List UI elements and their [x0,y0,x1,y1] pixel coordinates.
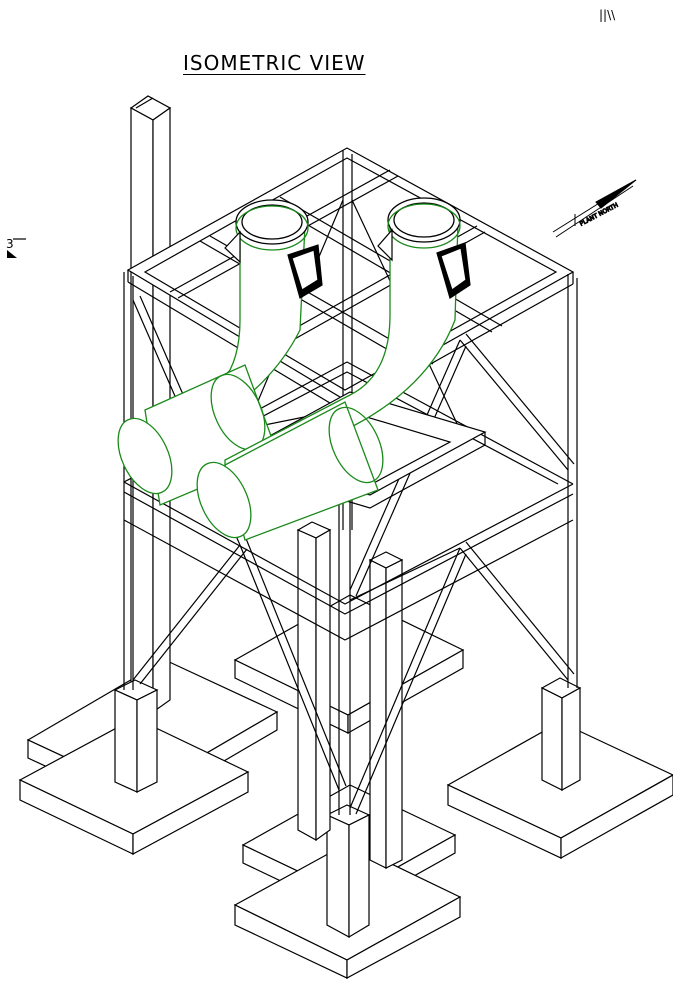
section-marker-label: 3 [6,237,14,251]
drawing-title: ISOMETRIC VIEW [183,51,366,75]
pipes [117,197,461,541]
sheet-corner-mark: ||\\ [599,8,616,22]
section-marker-icon [7,238,26,258]
north-arrow-icon: PLANT NORTH [552,179,637,238]
pipe-supports [224,228,471,299]
footings [18,594,673,980]
